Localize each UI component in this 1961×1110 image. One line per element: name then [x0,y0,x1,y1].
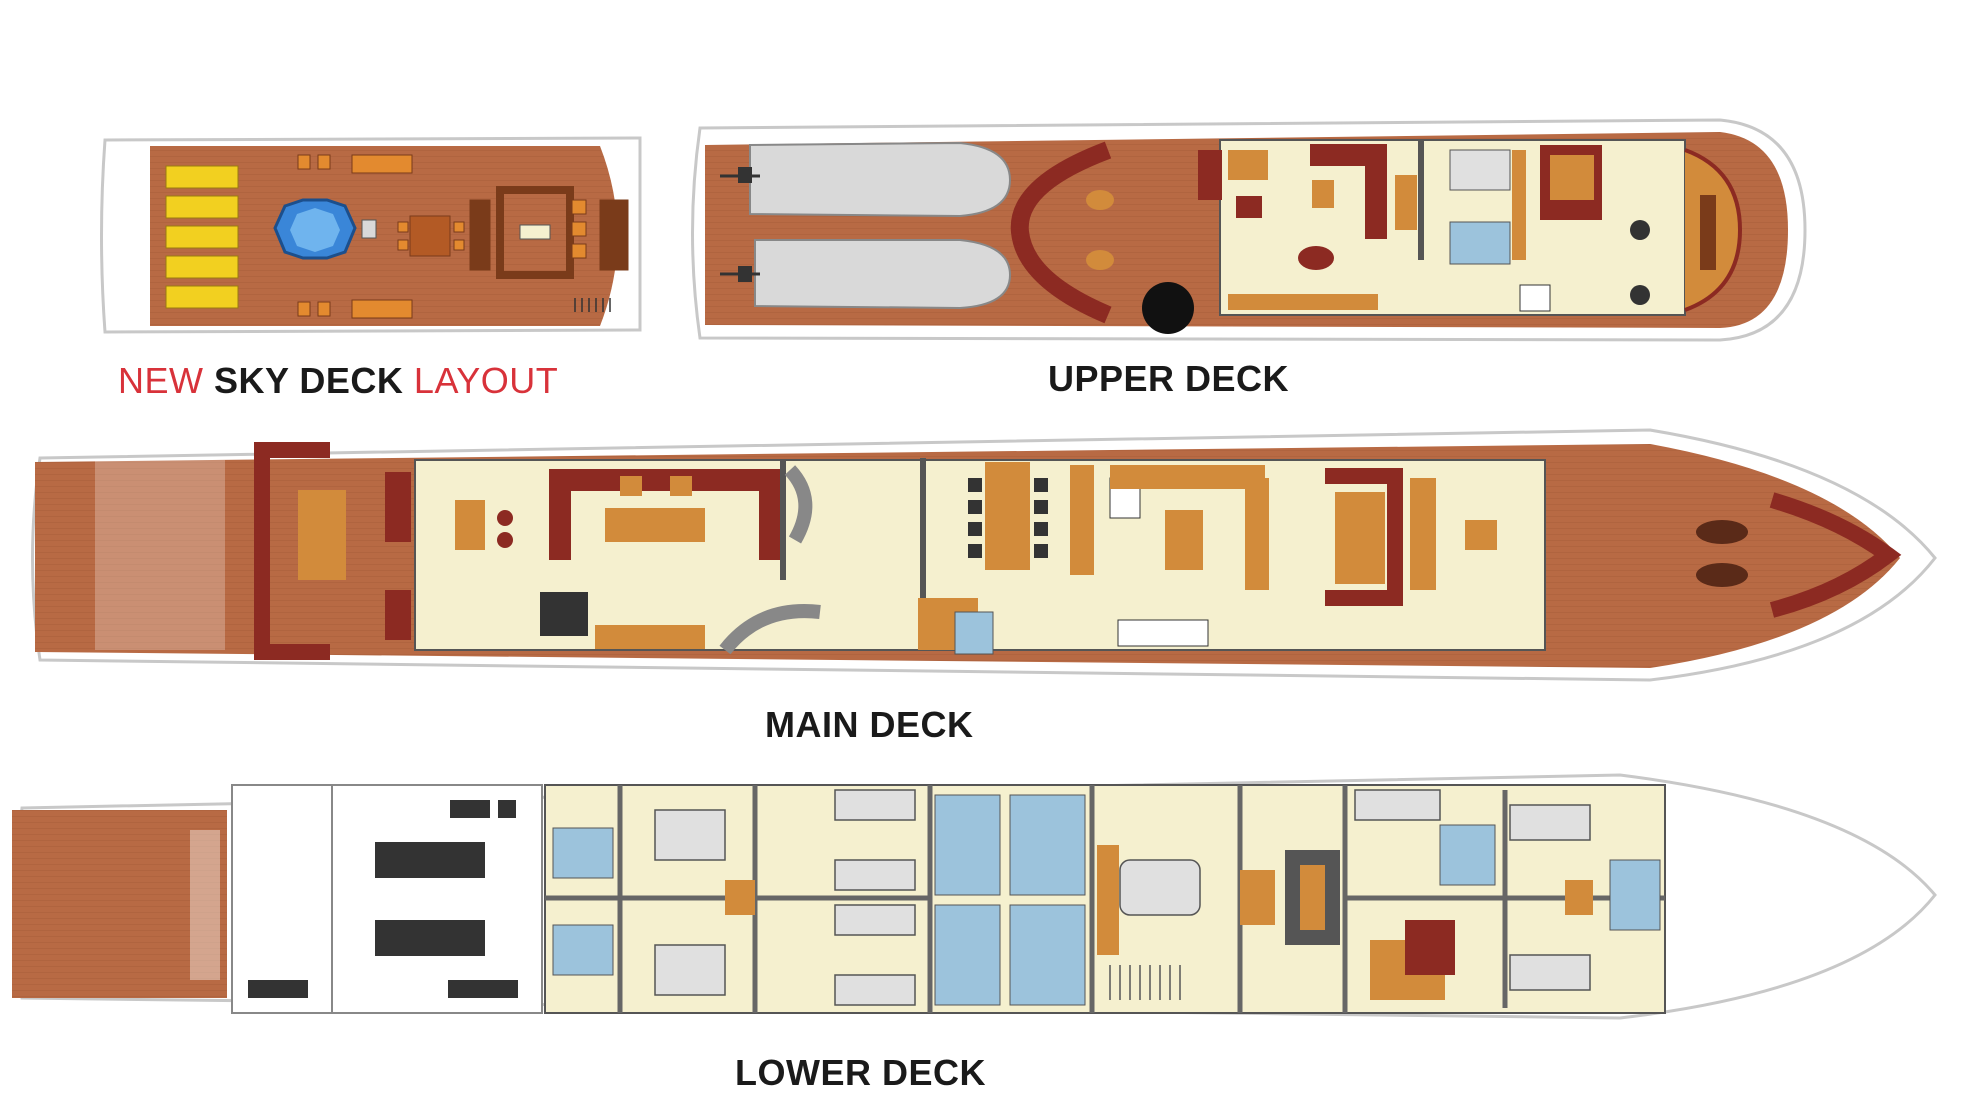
main-deck [31,428,1937,682]
sky-deck-title-layout: LAYOUT [413,360,559,401]
jacuzzi-step [361,219,377,239]
lower-beds [654,789,1591,1006]
garage [231,784,543,1014]
sky-furniture [297,154,629,319]
sky-stairs [574,298,611,312]
jacuzzi-water [290,208,340,252]
sky-deck-title-main: SKY DECK [214,360,404,401]
upper-furniture [1198,140,1743,312]
sky-deck [100,136,642,334]
main-swim-platform [95,460,225,650]
upper-aft-lounge [1010,141,1194,334]
lower-deck [12,773,1937,1020]
main-salon-furniture [455,458,926,655]
main-foredeck [1696,492,1902,618]
lower-deck-title: LOWER DECK [735,1052,986,1093]
lower-baths [552,794,1661,1006]
upper-deck [691,118,1807,342]
main-dining-furniture [918,462,1497,655]
main-deck-title: MAIN DECK [765,704,974,745]
lower-stairs [1109,965,1181,1000]
sky-deck-title-new: NEW [118,360,204,401]
upper-deck-title: UPPER DECK [1048,358,1290,399]
sun-loungers [165,165,239,309]
lower-furniture [725,845,1593,1000]
sky-deck-title: NEW SKY DECK LAYOUT [118,360,558,402]
garage-toys [248,800,518,998]
lower-swim-platform [12,810,227,998]
main-aft-deck-furniture [254,442,411,660]
tenders [720,141,1012,310]
